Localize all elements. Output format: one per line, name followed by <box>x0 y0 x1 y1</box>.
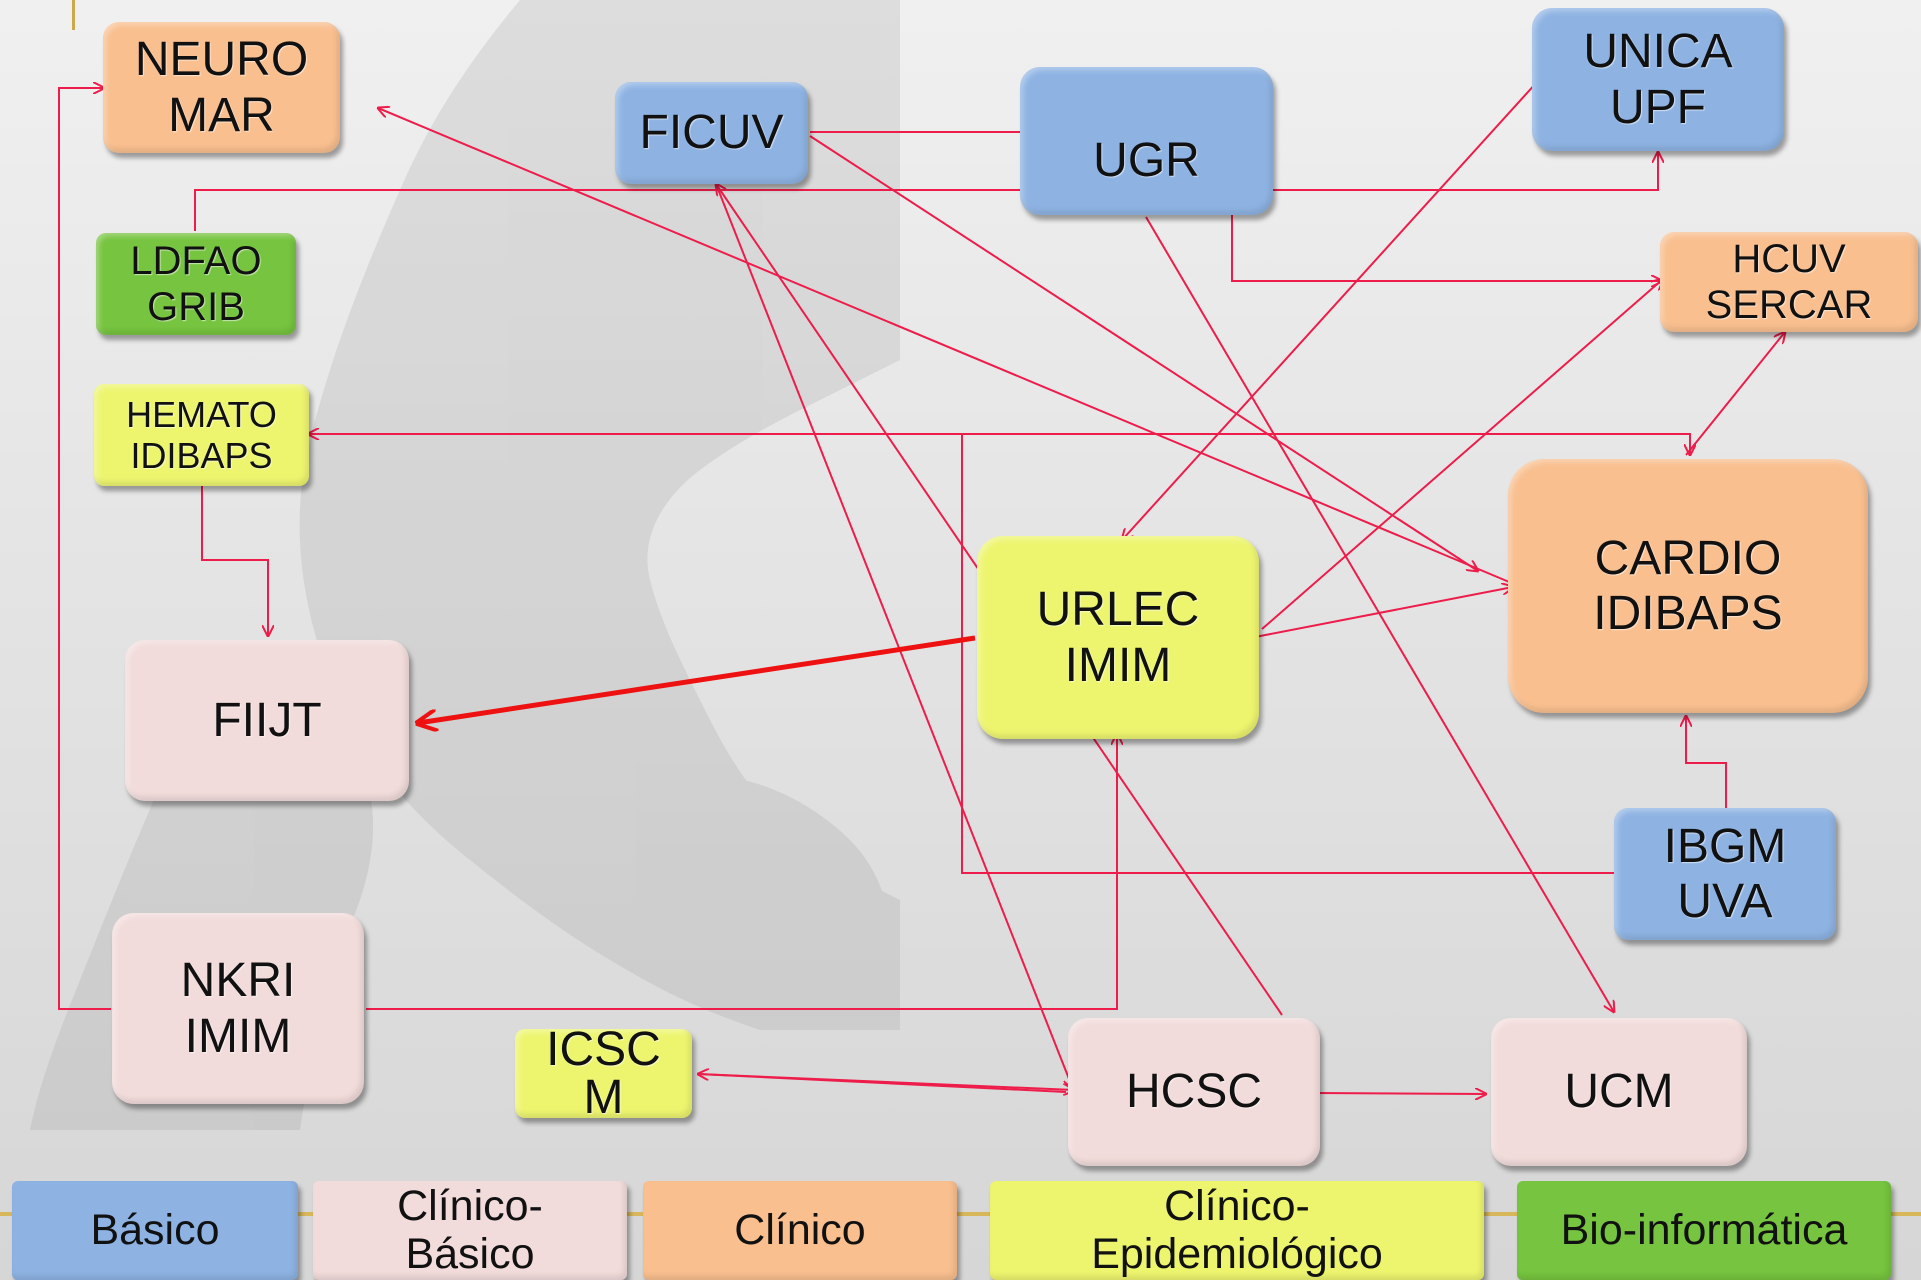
edge-hcuvsercar-to-cardioidibaps-connector <box>962 433 1690 455</box>
node-urlecimim-line-2: IMIM <box>1064 638 1172 692</box>
node-unicaupf-line-1: UNICA <box>1583 25 1733 79</box>
node-cardioidibaps-line-1: CARDIO <box>1594 531 1782 585</box>
legend-clinico-epidemiologico-label-2: Epidemiológico <box>1091 1229 1383 1278</box>
node-icscm-line-1: ICSC <box>546 1022 661 1076</box>
edge-cardioidibaps-to-neuromar <box>378 108 1515 585</box>
node-fiijt: FIIJT <box>125 640 409 801</box>
node-hematoidibaps-line-1: HEMATO <box>126 393 277 435</box>
node-neuromar-line-2: MAR <box>168 88 275 142</box>
node-icscm: ICSC M <box>515 1022 692 1121</box>
legend-clinico-basico-label-1: Clínico- <box>397 1182 543 1231</box>
node-icscm-line-2: M <box>583 1070 624 1124</box>
legend-item-bioinformatica: Bio-informática <box>1517 1181 1891 1280</box>
node-fiijt-line-1: FIIJT <box>212 693 322 747</box>
legend-clinico-label: Clínico <box>734 1205 866 1254</box>
node-neuromar-line-1: NEURO <box>134 33 309 87</box>
edge-hematoidibaps-to-fiijt <box>201 486 268 636</box>
legend-accent-line <box>0 1212 1921 1216</box>
legend-basico-label: Básico <box>90 1205 220 1254</box>
node-ibgmuva-line-1: IBGM <box>1663 819 1787 873</box>
node-ucm: UCM <box>1491 1018 1747 1166</box>
node-hcuvsercar: HCUV SERCAR <box>1660 232 1918 332</box>
node-ldfaogrib-line-1: LDFAO <box>130 239 262 283</box>
node-ldfaogrib: LDFAO GRIB <box>96 233 296 335</box>
node-unicaupf-line-2: UPF <box>1610 80 1706 134</box>
edge-cardioidibaps-to-hcuvsercar <box>1685 332 1785 456</box>
edge-ldfaogrib-to-unicaupf <box>194 152 1658 231</box>
node-hcsc: HCSC <box>1068 1018 1320 1166</box>
node-cardioidibaps: CARDIO IDIBAPS <box>1508 459 1868 713</box>
legend-bioinformatica-label: Bio-informática <box>1560 1205 1848 1254</box>
legend-clinico-basico-label-2: Básico <box>405 1229 535 1278</box>
edge-unicaupf-to-urlecimim <box>1122 81 1538 540</box>
edge-icscm-to-hcsc <box>697 1073 1074 1090</box>
node-ibgmuva-line-2: UVA <box>1677 875 1773 928</box>
legend-item-clinico: Clínico <box>643 1181 957 1280</box>
legend-item-clinico-epidemiologico: Clínico- Epidemiológico <box>990 1181 1484 1280</box>
node-ldfaogrib-line-2: GRIB <box>147 285 245 329</box>
decorative-accent-line <box>72 0 75 30</box>
legend-item-clinico-basico: Clínico- Básico <box>313 1181 627 1280</box>
edge-ficuv-to-cardioidibaps <box>809 135 1478 571</box>
edge-ugr-to-ucm <box>1145 216 1614 1012</box>
edge-urlecimim-to-hcuvsercar <box>1261 279 1663 630</box>
edge-hcsc-to-ucm <box>1315 1093 1486 1094</box>
edge-ibgmuva-to-cardioidibaps <box>1686 716 1727 810</box>
edge-ibgmuva-to-hematoidibaps <box>308 434 1617 874</box>
node-hematoidibaps-line-2: IDIBAPS <box>130 435 273 476</box>
node-unicaupf: UNICA UPF <box>1532 8 1784 151</box>
node-hcuvsercar-line-2: SERCAR <box>1705 283 1873 327</box>
node-nkriimim-line-2: IMIM <box>184 1009 292 1063</box>
node-ficuv-line-1: FICUV <box>639 106 784 160</box>
node-nkriimim-line-1: NKRI <box>180 954 296 1008</box>
edge-urlecimim-to-fiijt-emphasis <box>418 635 976 723</box>
legend-item-basico: Básico <box>12 1181 298 1280</box>
edge-urlecimim-to-cardioidibaps <box>1249 587 1513 639</box>
node-ucm-line-1: UCM <box>1564 1065 1674 1119</box>
node-hematoidibaps: HEMATO IDIBAPS <box>94 384 309 486</box>
node-hcuvsercar-line-1: HCUV <box>1732 237 1846 281</box>
node-hcsc-line-1: HCSC <box>1125 1065 1262 1119</box>
edge-nkriimim-to-urlecimim <box>366 734 1117 1010</box>
node-urlecimim-line-1: URLEC <box>1036 583 1200 637</box>
node-neuromar: NEURO MAR <box>103 22 340 153</box>
edge-ficuv-to-hcsc <box>715 183 1073 1089</box>
node-cardioidibaps-line-2: IDIBAPS <box>1593 587 1783 640</box>
node-ugr-line-1: UGR <box>1093 134 1200 188</box>
node-urlecimim: URLEC IMIM <box>977 536 1259 739</box>
node-nkriimim: NKRI IMIM <box>112 913 364 1104</box>
legend-clinico-epidemiologico-label-1: Clínico- <box>1164 1182 1310 1231</box>
node-ibgmuva: IBGM UVA <box>1614 808 1836 940</box>
edge-nkriimim-to-neuromar <box>58 88 111 1010</box>
node-ficuv: FICUV <box>615 82 808 184</box>
node-ugr: UGR <box>1020 67 1273 215</box>
